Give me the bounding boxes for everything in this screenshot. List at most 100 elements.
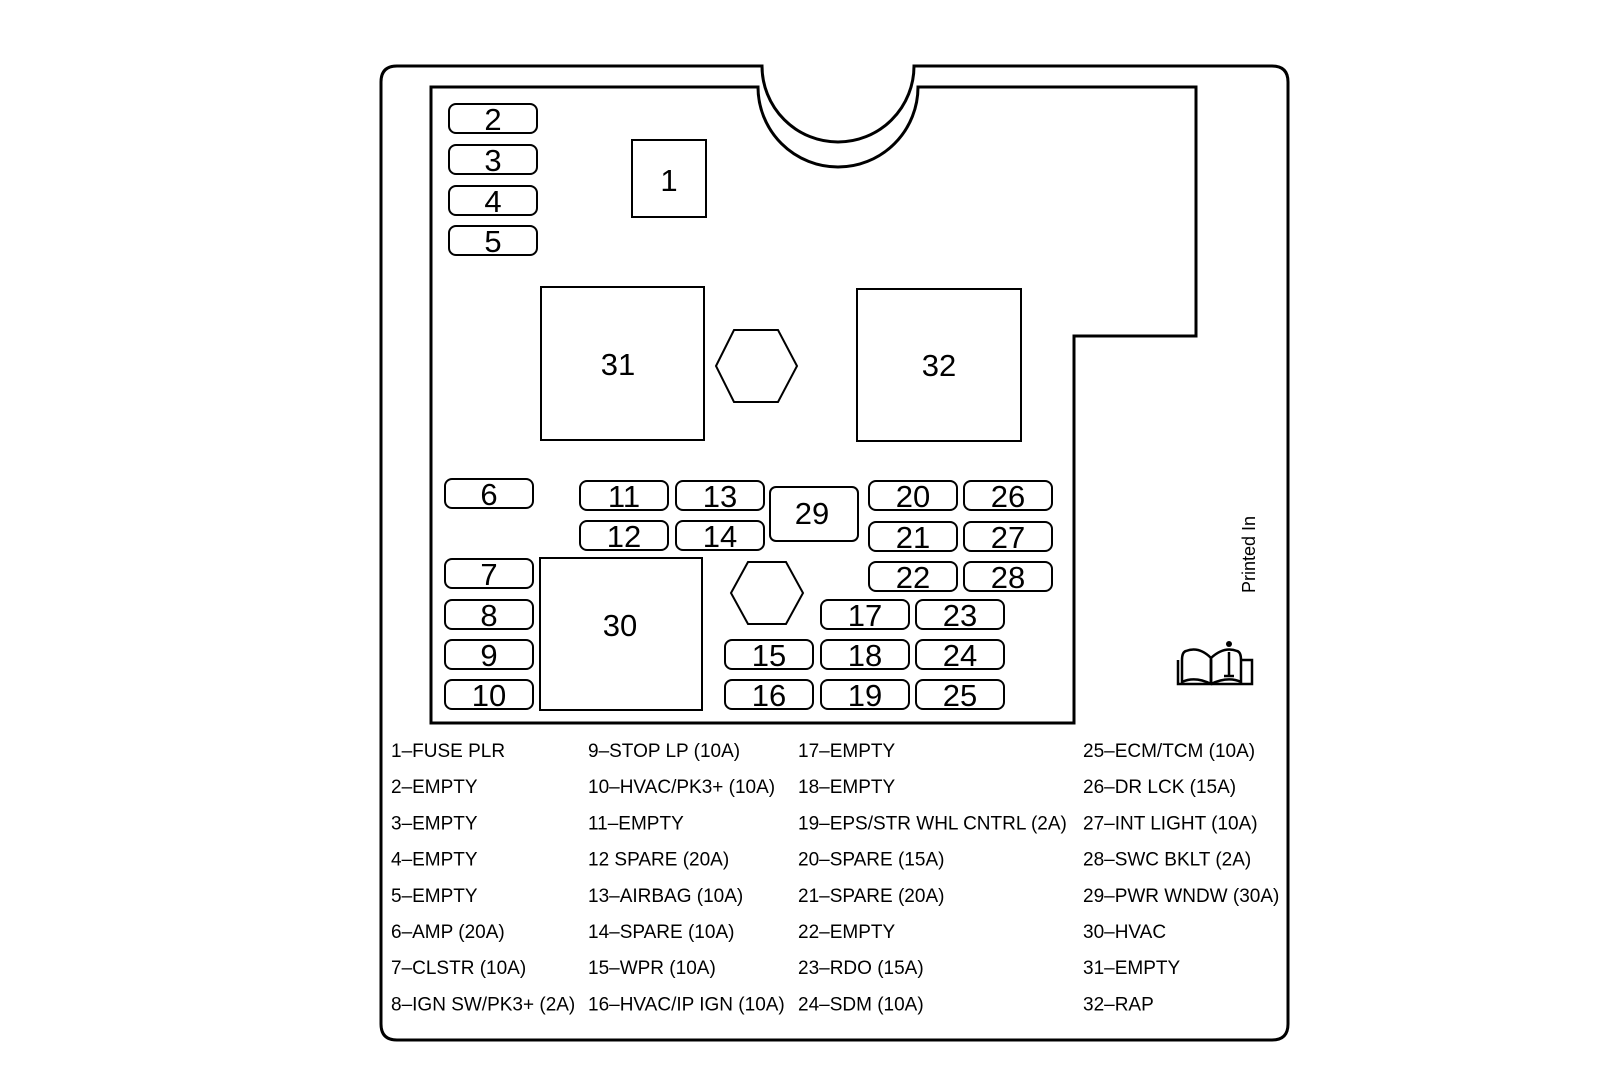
fuse-6	[444, 478, 534, 509]
fuse-29	[769, 486, 859, 542]
fuse-24	[915, 639, 1005, 670]
fuse-27-label: 27	[991, 520, 1025, 555]
legend-entry: 15–WPR (10A)	[588, 958, 716, 979]
legend-entry: 31–EMPTY	[1083, 958, 1180, 979]
fuse-9	[444, 639, 534, 670]
relay-31-label: 31	[601, 347, 635, 382]
legend-entry: 6–AMP (20A)	[391, 922, 505, 943]
fuse-15	[724, 639, 814, 670]
fuse-11-label: 11	[608, 479, 640, 514]
legend-entry: 7–CLSTR (10A)	[391, 958, 526, 979]
printed-in-text: Printed In	[1239, 516, 1259, 593]
relay-1	[631, 139, 707, 218]
legend-entry: 19–EPS/STR WHL CNTRL (2A)	[798, 813, 1067, 834]
legend-entry: 21–SPARE (20A)	[798, 886, 944, 907]
fuse-5-label: 5	[484, 224, 501, 259]
fuse-19-label: 19	[848, 678, 882, 713]
stud-hexagon-upper	[714, 329, 799, 403]
owner-manual-info-icon	[1176, 641, 1254, 686]
relay-1-label: 1	[660, 163, 677, 198]
legend-entry: 5–EMPTY	[391, 886, 478, 907]
fuse-13-label: 13	[703, 479, 737, 514]
fuse-3	[448, 144, 538, 175]
legend-entry: 8–IGN SW/PK3+ (2A)	[391, 994, 575, 1015]
legend-entry: 12 SPARE (20A)	[588, 850, 729, 871]
legend-entry: 17–EMPTY	[798, 741, 895, 762]
fuse-16	[724, 679, 814, 710]
legend-entry: 9–STOP LP (10A)	[588, 741, 740, 762]
fuse-10-label: 10	[472, 678, 506, 713]
fuse-14	[675, 520, 765, 551]
fuse-3-label: 3	[484, 143, 501, 178]
fuse-cover-outline	[379, 64, 1290, 1042]
legend-entry: 14–SPARE (10A)	[588, 922, 734, 943]
legend-entry: 16–HVAC/IP IGN (10A)	[588, 994, 785, 1015]
fuse-13	[675, 480, 765, 511]
legend-entry: 27–INT LIGHT (10A)	[1083, 813, 1258, 834]
legend-entry: 11–EMPTY	[588, 813, 684, 834]
relay-31	[540, 286, 705, 441]
fuse-14-label: 14	[703, 519, 737, 554]
fuse-16-label: 16	[752, 678, 786, 713]
legend-entry: 2–EMPTY	[391, 777, 478, 798]
fuse-25-label: 25	[943, 678, 977, 713]
fuse-28-label: 28	[991, 560, 1025, 595]
relay-30-label: 30	[603, 608, 637, 643]
fuse-7	[444, 558, 534, 589]
fuse-8	[444, 599, 534, 630]
legend-entry: 24–SDM (10A)	[798, 994, 924, 1015]
fuse-legend: 1–FUSE PLR 2–EMPTY 3–EMPTY 4–EMPTY 5–EMPTY 6–…	[391, 741, 1279, 1015]
fuse-20	[868, 480, 958, 511]
legend-entry: 29–PWR WNDW (30A)	[1083, 886, 1279, 907]
fuse-23	[915, 599, 1005, 630]
relay-32	[856, 288, 1022, 442]
fuse-27	[963, 521, 1053, 552]
fuse-22-label: 22	[896, 560, 930, 595]
fuse-19	[820, 679, 910, 710]
legend-entry: 25–ECM/TCM (10A)	[1083, 741, 1255, 762]
legend-entry: 28–SWC BKLT (2A)	[1083, 850, 1251, 871]
fuse-10	[444, 679, 534, 710]
fuse-29-label: 29	[795, 496, 829, 531]
legend-entry: 3–EMPTY	[391, 813, 478, 834]
fuse-5	[448, 225, 538, 256]
legend-entry: 23–RDO (15A)	[798, 958, 924, 979]
fuse-18-label: 18	[848, 638, 882, 673]
relay-30	[539, 557, 703, 711]
fuse-23-label: 23	[943, 598, 977, 633]
fuse-26	[963, 480, 1053, 511]
legend-entry: 32–RAP	[1083, 994, 1154, 1015]
fuse-15-label: 15	[752, 638, 786, 673]
fuse-6-label: 6	[480, 477, 497, 512]
fuse-17	[820, 599, 910, 630]
fuse-9-label: 9	[480, 638, 497, 673]
stud-hexagon-lower	[729, 561, 805, 625]
fuse-panel-outline	[429, 85, 1198, 725]
fuse-11	[579, 480, 669, 511]
fuse-8-label: 8	[480, 598, 497, 633]
fuse-20-label: 20	[896, 479, 930, 514]
fuse-12	[579, 520, 669, 551]
fuse-2	[448, 103, 538, 134]
fuse-2-label: 2	[484, 102, 501, 137]
legend-entry: 26–DR LCK (15A)	[1083, 777, 1236, 798]
legend-entry: 20–SPARE (15A)	[798, 850, 944, 871]
fuse-22	[868, 561, 958, 592]
fuse-28	[963, 561, 1053, 592]
legend-entry: 1–FUSE PLR	[391, 741, 505, 762]
legend-entry: 4–EMPTY	[391, 850, 478, 871]
fuse-26-label: 26	[991, 479, 1025, 514]
fuse-4-label: 4	[484, 184, 501, 219]
relay-32-label: 32	[922, 348, 956, 383]
legend-entry: 10–HVAC/PK3+ (10A)	[588, 777, 775, 798]
fuse-25	[915, 679, 1005, 710]
fuse-4	[448, 185, 538, 216]
fuse-24-label: 24	[943, 638, 977, 673]
legend-entry: 22–EMPTY	[798, 922, 895, 943]
fuse-17-label: 17	[848, 598, 882, 633]
legend-entry: 18–EMPTY	[798, 777, 895, 798]
fuse-12-label: 12	[607, 519, 641, 554]
legend-entry: 30–HVAC	[1083, 922, 1166, 943]
